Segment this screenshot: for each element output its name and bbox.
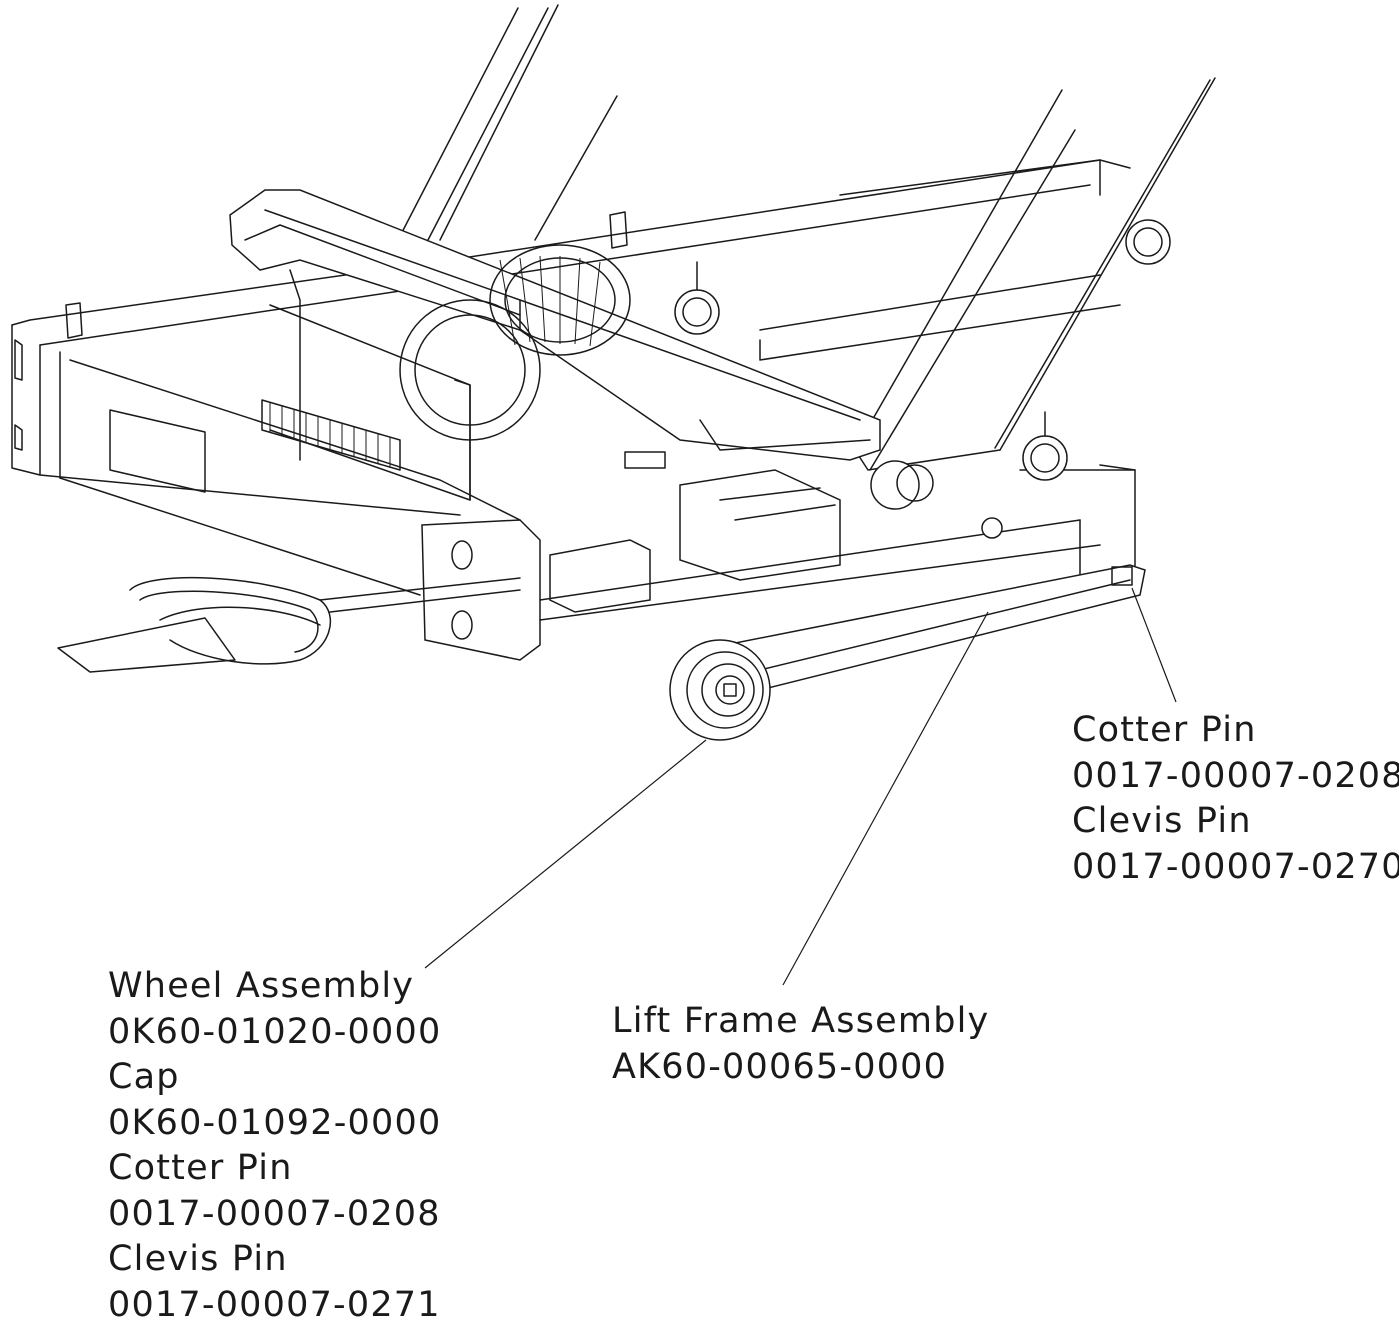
callout-line: Cotter Pin: [1072, 708, 1399, 754]
callout-line: 0K60-01020-0000: [108, 1010, 441, 1056]
callout-line: Cotter Pin: [108, 1146, 441, 1192]
lift-motor: [550, 452, 840, 612]
callout-line: 0017-00007-0208: [108, 1192, 441, 1238]
callout-line: AK60-00065-0000: [612, 1045, 989, 1091]
callout-wheel-assembly: Wheel Assembly 0K60-01020-0000 Cap 0K60-…: [108, 964, 441, 1328]
callout-line: Lift Frame Assembly: [612, 999, 989, 1045]
callout-line: 0017-00007-0271: [108, 1283, 441, 1328]
base-frame: [12, 160, 1130, 595]
callout-line: 0017-00007-0208: [1072, 754, 1399, 800]
left-upright-tubes: [398, 5, 617, 240]
callout-line: Wheel Assembly: [108, 964, 441, 1010]
callout-line: Cap: [108, 1055, 441, 1101]
right-upright-tubes: [855, 78, 1215, 470]
callout-line: Clevis Pin: [1072, 799, 1399, 845]
callout-line: 0017-00007-0270: [1072, 845, 1399, 891]
wheel-assembly: [670, 640, 770, 740]
callout-cotter-clevis-pins: Cotter Pin 0017-00007-0208 Clevis Pin 00…: [1072, 708, 1399, 890]
callout-lift-frame-assembly: Lift Frame Assembly AK60-00065-0000: [612, 999, 989, 1090]
callout-line: 0K60-01092-0000: [108, 1101, 441, 1147]
callout-line: Clevis Pin: [108, 1237, 441, 1283]
